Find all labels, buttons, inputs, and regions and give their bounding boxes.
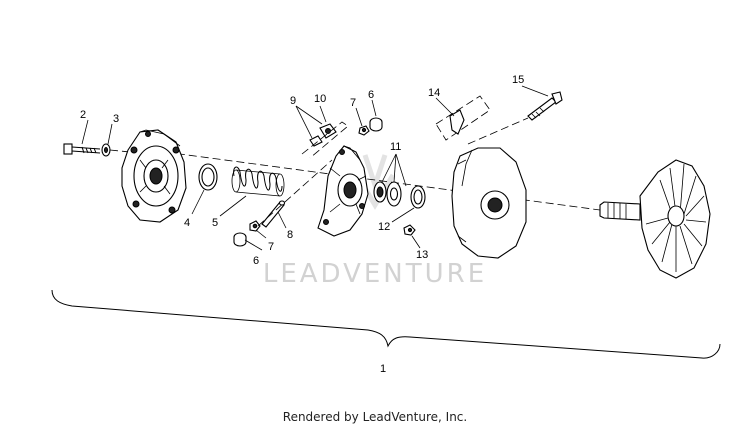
part-9-weight	[309, 135, 323, 147]
spider-assembly	[317, 145, 369, 237]
callout-9: 9	[290, 95, 296, 107]
callout-8: 8	[287, 229, 293, 241]
fixed-sheave-shaft	[599, 201, 641, 221]
callout-13: 13	[416, 249, 428, 261]
part-11-bushings	[373, 181, 402, 207]
part-7-nut-upper	[358, 125, 370, 136]
part-6-roller-upper	[369, 117, 383, 132]
callout-3: 3	[113, 113, 119, 125]
part-10-roller	[319, 123, 337, 139]
part-7-nut-lower	[249, 220, 261, 232]
callout-1: 1	[380, 363, 386, 375]
part-3-washer	[101, 143, 111, 157]
part-2-bolt	[63, 143, 101, 155]
part-6-roller-lower	[233, 232, 247, 247]
callout-11: 11	[390, 141, 401, 153]
leader-lines	[81, 85, 549, 251]
movable-sheave	[451, 147, 527, 259]
part-12-ring	[410, 185, 426, 209]
dash-15-to-sheave	[467, 117, 529, 145]
dash-8-to-spider	[257, 159, 333, 227]
callout-2: 2	[80, 109, 86, 121]
callout-4: 4	[184, 217, 190, 229]
callout-14: 14	[428, 87, 440, 99]
part-4-ring	[198, 163, 218, 191]
part-14-bracket	[435, 95, 491, 141]
callout-6-upper: 6	[368, 89, 374, 101]
clutch-cover-plate	[121, 129, 187, 223]
callout-15: 15	[512, 74, 524, 86]
fixed-sheave-fan	[639, 159, 711, 279]
callout-6-lower: 6	[253, 255, 259, 267]
assembly-brace	[51, 289, 721, 359]
dash-2-to-cover	[109, 149, 131, 153]
callout-7-upper: 7	[350, 97, 356, 109]
part-13-nut	[403, 224, 416, 236]
footer-credit: Rendered by LeadVenture, Inc.	[282, 410, 468, 424]
callout-12: 12	[378, 221, 390, 233]
dash-box-9	[301, 121, 349, 159]
callout-5: 5	[212, 217, 218, 229]
callout-7-lower: 7	[268, 241, 274, 253]
watermark-text: LEADVENTURE	[263, 259, 487, 289]
part-5-spring	[231, 166, 285, 197]
part-15-bolt	[527, 91, 563, 121]
callout-10: 10	[314, 93, 326, 105]
